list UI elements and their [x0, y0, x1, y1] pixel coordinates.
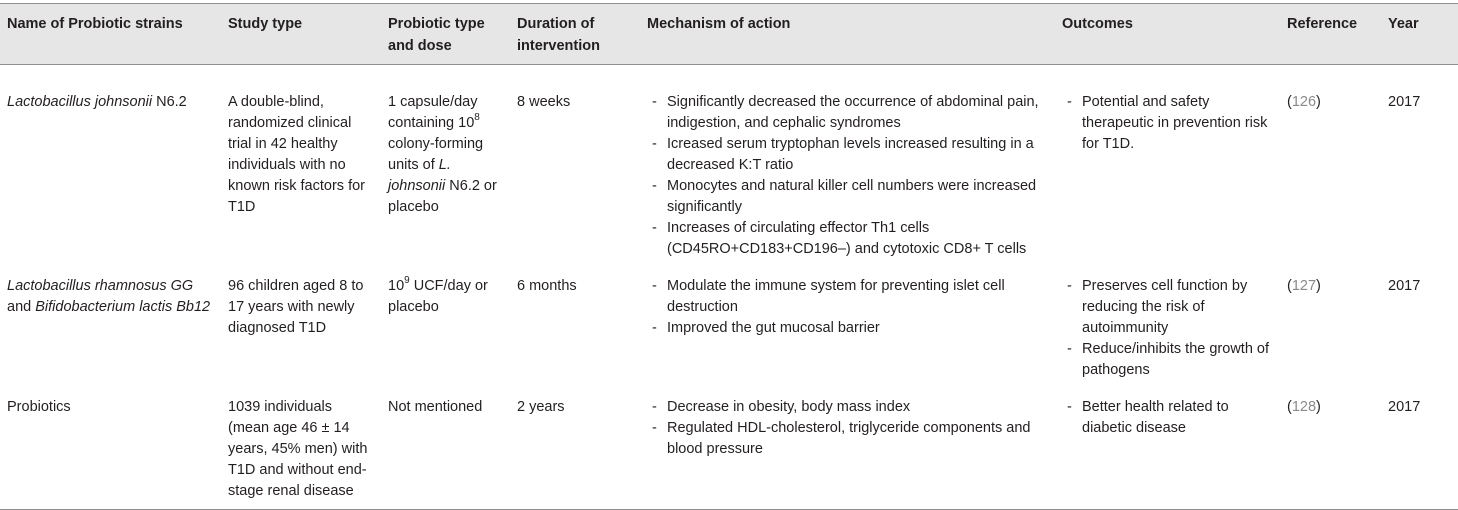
- list-item: Regulated HDL-cholesterol, triglyceride …: [647, 418, 1051, 460]
- cell-duration: 6 months: [517, 278, 577, 294]
- cell-study-type: 1039 individuals (mean age 46 ± 14 years…: [221, 388, 381, 510]
- list-item: Significantly decreased the occurrence o…: [647, 92, 1051, 134]
- cell-strain: Lactobacillus johnsonii N6.2: [0, 65, 221, 268]
- dose-exponent: 9: [404, 275, 410, 287]
- table-row: Lactobacillus johnsonii N6.2 A double-bl…: [0, 65, 1458, 268]
- reference-paren: ): [1316, 399, 1321, 415]
- cell-study-type: A double-blind, randomized clinical tria…: [228, 94, 365, 215]
- cell-dose: 109 UCF/day or placebo: [381, 267, 510, 388]
- table-row: Lactobacillus rhamnosus GG and Bifidobac…: [0, 267, 1458, 388]
- dose-text: colony-forming units of: [388, 136, 484, 173]
- strain-suffix: N6.2: [152, 94, 187, 110]
- cell-mechanism: Significantly decreased the occurrence o…: [640, 65, 1055, 268]
- mechanism-list: Significantly decreased the occurrence o…: [647, 92, 1051, 260]
- cell-dose: Not mentioned: [381, 388, 510, 510]
- cell-outcomes: Better health related to diabetic diseas…: [1055, 388, 1280, 510]
- cell-year: 2017: [1388, 94, 1421, 110]
- list-item: Better health related to diabetic diseas…: [1062, 397, 1276, 439]
- list-item: Improved the gut mucosal barrier: [647, 318, 1051, 339]
- reference-paren: (: [1287, 278, 1292, 294]
- list-item: Preserves cell function by reducing the …: [1062, 276, 1276, 339]
- cell-duration: 2 years: [510, 388, 640, 510]
- cell-strain: Probiotics: [0, 388, 221, 510]
- strain-name: Lactobacillus rhamnosus GG: [7, 278, 194, 294]
- reference-paren: ): [1316, 94, 1321, 110]
- strain-name: Lactobacillus johnsonii: [7, 94, 153, 110]
- dose-text: N6.2 or placebo: [388, 178, 497, 215]
- cell-outcomes: Preserves cell function by reducing the …: [1055, 267, 1280, 388]
- page: Name of Probiotic strains Study type Pro…: [0, 0, 1458, 484]
- cell-reference: (128): [1280, 388, 1381, 510]
- table-row: Probiotics 1039 individuals (mean age 46…: [0, 388, 1458, 510]
- cell-strain: Lactobacillus rhamnosus GG and Bifidobac…: [0, 267, 221, 388]
- list-item: Modulate the immune system for preventin…: [647, 276, 1051, 318]
- reference-link[interactable]: 127: [1291, 278, 1317, 294]
- cell-dose: 1 capsule/day containing 108 colony-form…: [381, 65, 510, 268]
- reference-paren: ): [1316, 278, 1321, 294]
- dose-text: 10: [388, 278, 405, 294]
- dose-text: 1 capsule/day containing 10: [388, 94, 478, 131]
- header-outcomes: Outcomes: [1055, 3, 1280, 65]
- outcomes-list: Preserves cell function by reducing the …: [1062, 276, 1276, 381]
- cell-mechanism: Decrease in obesity, body mass index Reg…: [640, 388, 1055, 510]
- reference-link[interactable]: 128: [1291, 399, 1317, 415]
- cell-mechanism: Modulate the immune system for preventin…: [640, 267, 1055, 388]
- dose-species: L. johnsonii: [388, 157, 451, 194]
- header-study-type: Study type: [221, 3, 381, 65]
- mechanism-list: Modulate the immune system for preventin…: [647, 276, 1051, 339]
- reference-paren: (: [1287, 399, 1292, 415]
- table-header-row: Name of Probiotic strains Study type Pro…: [0, 3, 1458, 65]
- cell-outcomes: Potential and safety therapeutic in prev…: [1055, 65, 1280, 268]
- probiotic-studies-table: Name of Probiotic strains Study type Pro…: [0, 3, 1458, 510]
- header-duration: Duration of intervention: [510, 3, 640, 65]
- strain-name: Bifidobacterium lactis Bb12: [35, 299, 211, 315]
- cell-study-type: 96 children aged 8 to 17 years with newl…: [228, 278, 364, 336]
- strain-conjunction: and: [7, 299, 36, 315]
- header-year: Year: [1381, 3, 1458, 65]
- dose-text: UCF/day or placebo: [388, 278, 488, 315]
- list-item: Potential and safety therapeutic in prev…: [1062, 92, 1276, 155]
- cell-reference: (127): [1280, 267, 1381, 388]
- header-dose: Probiotic type and dose: [381, 3, 510, 65]
- header-strain: Name of Probiotic strains: [0, 3, 221, 65]
- header-reference: Reference: [1280, 3, 1381, 65]
- cell-reference: (126): [1280, 65, 1381, 268]
- outcomes-list: Better health related to diabetic diseas…: [1062, 397, 1276, 439]
- cell-year: 2017: [1388, 278, 1421, 294]
- cell-year: 2017: [1381, 388, 1458, 510]
- header-mechanism: Mechanism of action: [640, 3, 1055, 65]
- reference-link[interactable]: 126: [1291, 94, 1317, 110]
- list-item: Reduce/inhibits the growth of pathogens: [1062, 339, 1276, 381]
- list-item: Increases of circulating effector Th1 ce…: [647, 218, 1051, 260]
- dose-exponent: 8: [474, 112, 480, 124]
- mechanism-list: Decrease in obesity, body mass index Reg…: [647, 397, 1051, 460]
- list-item: Icreased serum tryptophan levels increas…: [647, 134, 1051, 176]
- list-item: Monocytes and natural killer cell number…: [647, 176, 1051, 218]
- outcomes-list: Potential and safety therapeutic in prev…: [1062, 92, 1276, 155]
- cell-duration: 8 weeks: [517, 94, 571, 110]
- reference-paren: (: [1287, 94, 1292, 110]
- list-item: Decrease in obesity, body mass index: [647, 397, 1051, 418]
